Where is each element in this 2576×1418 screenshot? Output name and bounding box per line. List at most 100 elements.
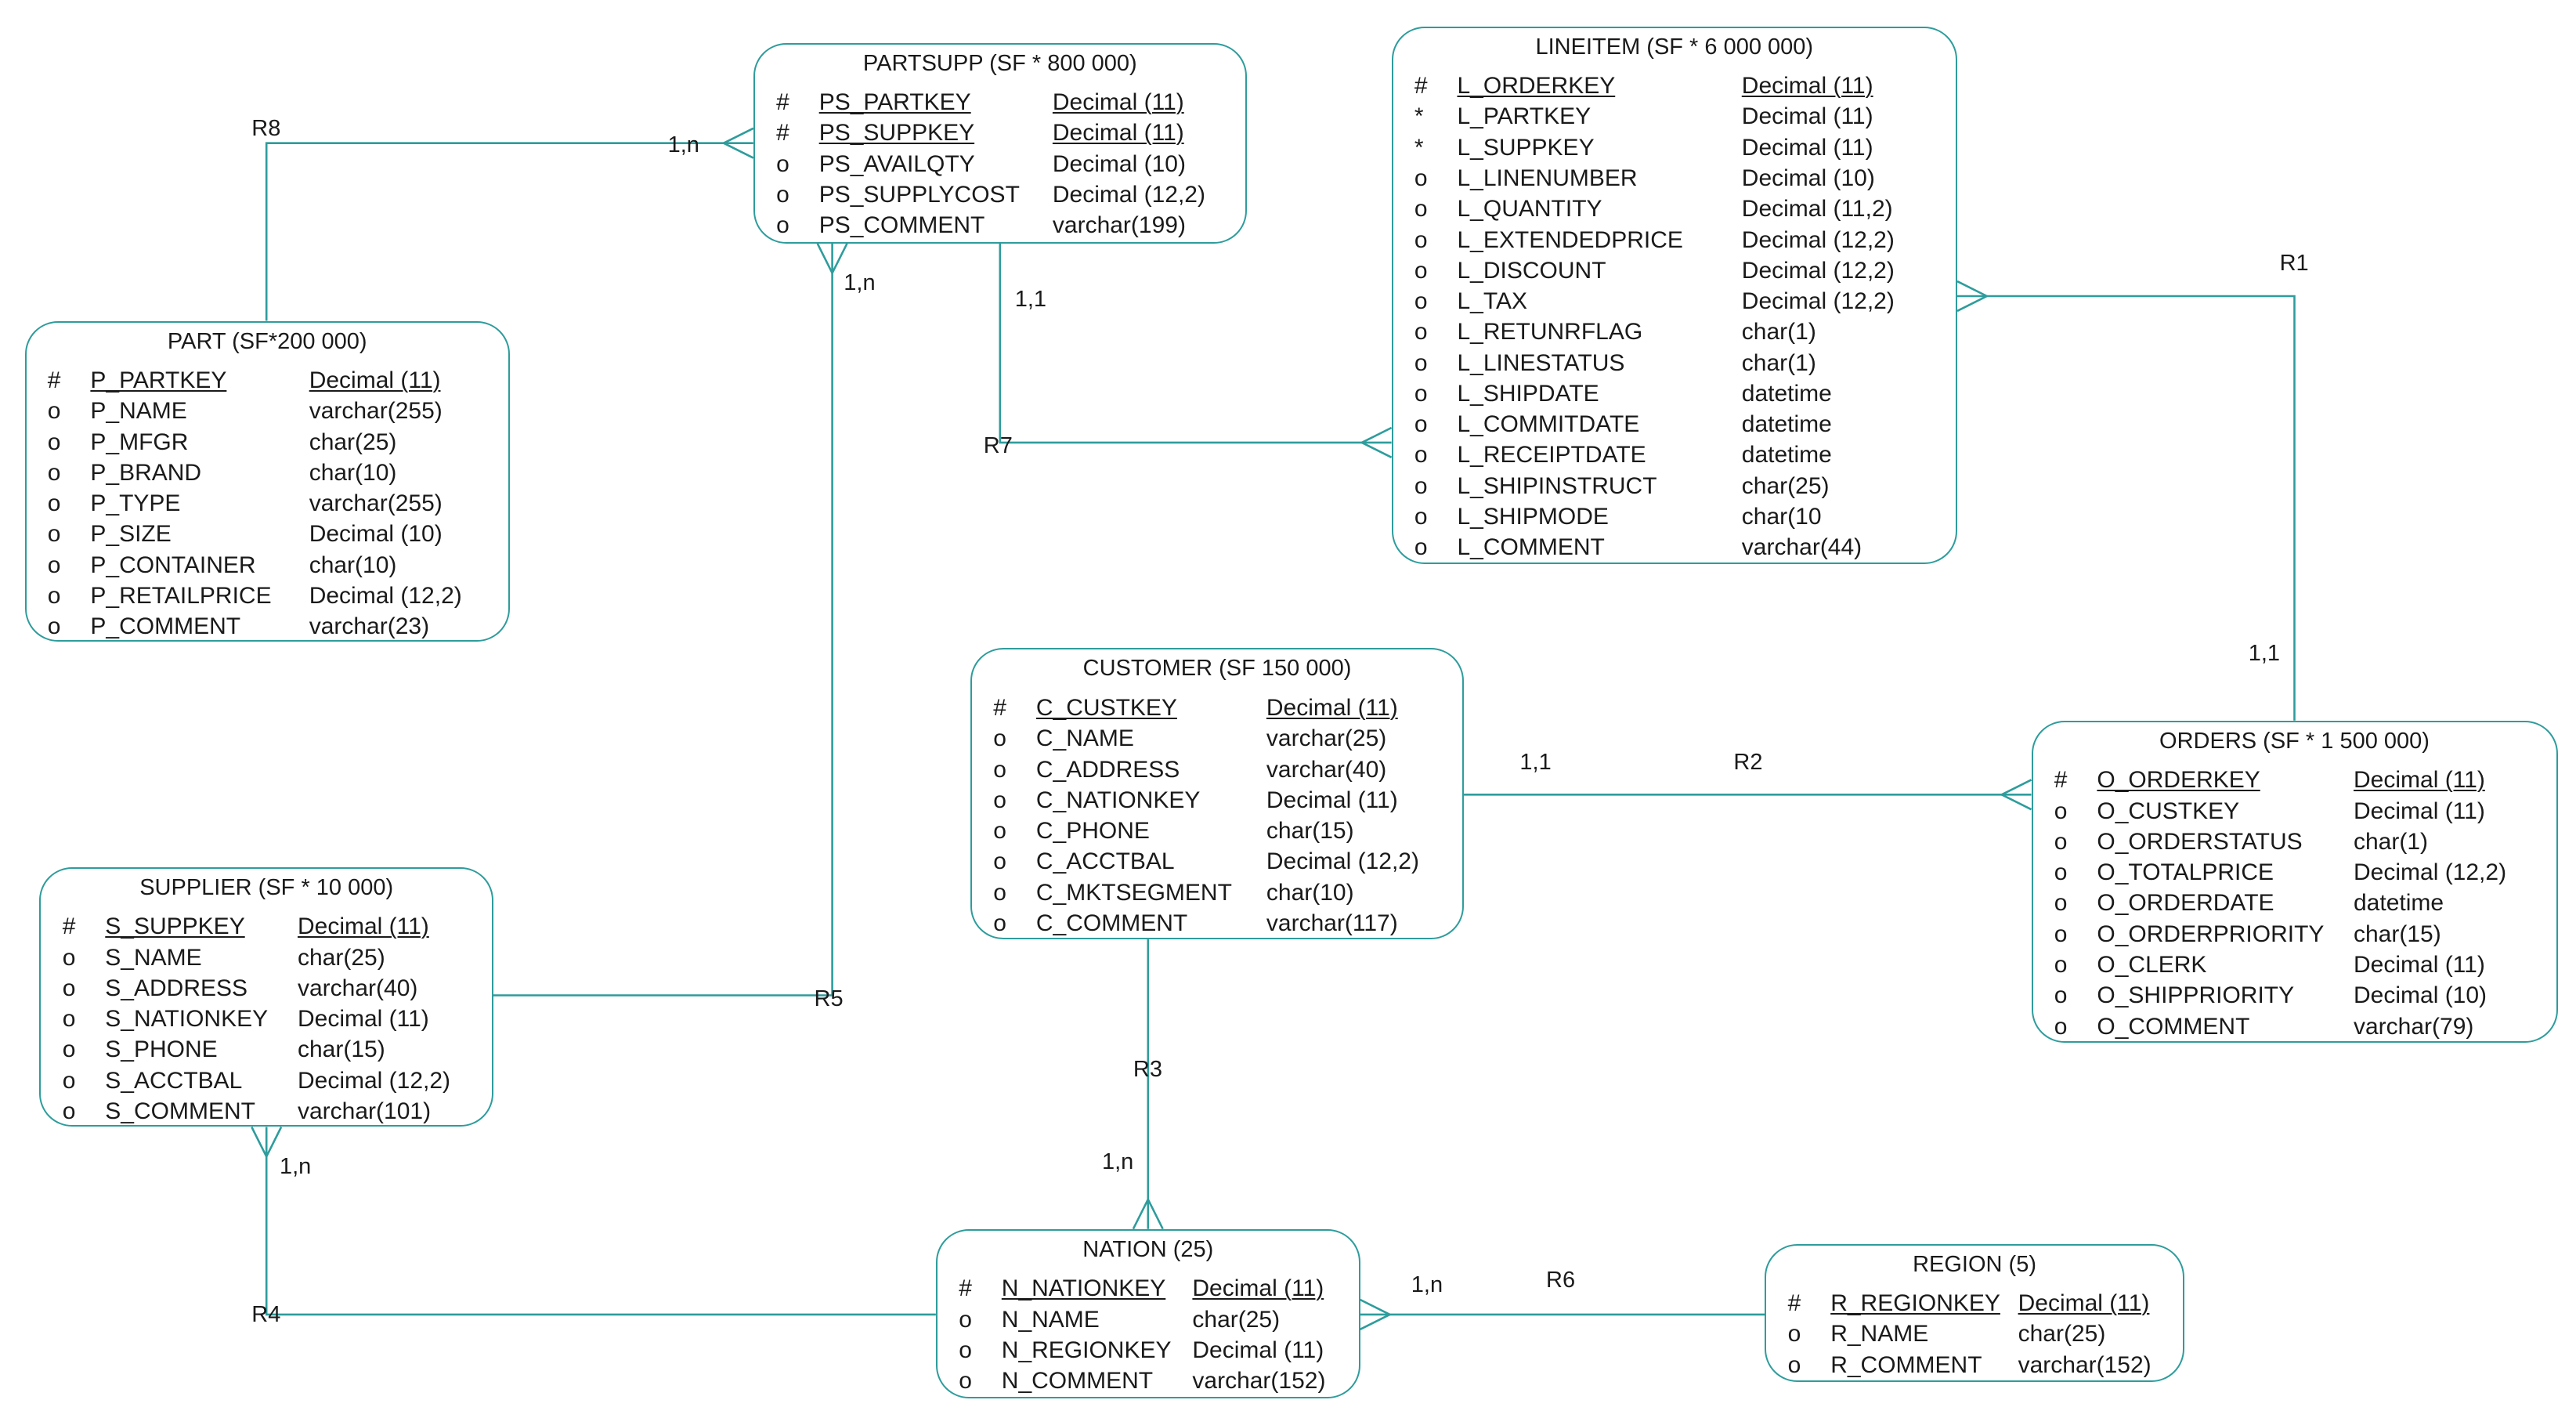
attribute-marker: # [1414,73,1428,99]
attribute-name: L_COMMITDATE [1457,411,1640,438]
attribute-marker: o [993,848,1006,875]
attribute-name: O_CLERK [2097,952,2207,978]
attribute-marker: o [47,490,61,517]
relation-name: R7 [983,433,1013,459]
crows-foot-prong [1360,1313,1391,1330]
attribute-name: L_SUPPKEY [1457,134,1595,161]
attribute-marker: o [47,552,61,578]
attribute-marker: o [776,212,789,239]
attribute-marker: # [2054,767,2068,794]
attribute-type: Decimal (11) [1192,1275,1324,1302]
attribute-type: Decimal (11) [2354,798,2485,824]
attribute-type: varchar(40) [1266,756,1387,783]
attribute-type: Decimal (12,2) [2354,859,2507,886]
attribute-marker: o [1414,442,1428,468]
attribute-type: Decimal (11) [1052,89,1184,116]
cardinality-label: 1,n [844,270,876,296]
attribute-name: S_NAME [105,944,202,971]
crows-foot-prong [2001,794,2032,811]
attribute-type: Decimal (10) [309,521,443,548]
crows-foot-prong [723,127,754,144]
cardinality-label: 1,1 [2248,640,2281,666]
attribute-type: Decimal (12,2) [1266,848,1419,875]
attribute-marker: o [776,182,789,208]
cardinality-label: 1,n [280,1154,312,1180]
attribute-marker: o [1414,380,1428,407]
entity-title: CUSTOMER (SF 150 000) [1082,656,1352,682]
attribute-marker: o [1414,503,1428,530]
attribute-name: C_NATIONKEY [1035,787,1201,813]
attribute-type: varchar(44) [1741,534,1862,561]
attribute-marker: o [1414,165,1428,191]
attribute-type: Decimal (12,2) [297,1067,451,1094]
attribute-marker: o [47,582,61,609]
attribute-name: P_PARTKEY [90,367,227,394]
attribute-name: O_SHIPPRIORITY [2097,982,2295,1009]
attribute-marker: o [62,975,76,1001]
attribute-marker: o [2054,1013,2068,1040]
attribute-type: varchar(152) [1192,1368,1326,1394]
relation-name: R3 [1133,1057,1162,1083]
attribute-marker: o [959,1306,972,1333]
attribute-marker: o [993,879,1006,906]
attribute-type: datetime [1741,411,1832,438]
attribute-name: L_EXTENDEDPRICE [1457,226,1683,253]
attribute-type: Decimal (10) [1741,165,1875,191]
attribute-name: C_CUSTKEY [1035,694,1177,721]
attribute-type: char(10) [309,552,397,578]
attribute-marker: o [2054,952,2068,978]
attribute-type: char(25) [1192,1306,1281,1333]
attribute-name: O_TOTALPRICE [2097,859,2274,886]
attribute-name: L_QUANTITY [1457,196,1602,222]
entity-title: ORDERS (SF * 1 500 000) [2159,728,2430,754]
attribute-marker: o [1414,226,1428,253]
attribute-marker: o [993,725,1006,752]
attribute-type: varchar(25) [1266,725,1387,752]
attribute-name: L_COMMENT [1457,534,1605,561]
attribute-type: varchar(255) [309,398,443,425]
crows-foot-prong [831,243,848,274]
entity-title: PART (SF*200 000) [167,328,367,354]
attribute-type: char(1) [1741,319,1816,345]
attribute-name: PS_COMMENT [818,212,985,239]
crows-foot-prong [816,243,833,274]
cardinality-label: 1,1 [1014,287,1047,313]
relation-line-r5 [493,243,833,997]
attribute-marker: o [2054,828,2068,855]
attribute-type: Decimal (10) [2354,982,2487,1009]
entity-title: SUPPLIER (SF * 10 000) [139,874,394,900]
attribute-name: P_BRAND [90,459,202,486]
attribute-type: varchar(101) [297,1098,432,1124]
attribute-type: char(10 [1741,503,1822,530]
attribute-type: datetime [2354,890,2444,917]
relation-line-r4 [265,1127,936,1316]
attribute-type: char(10) [1266,879,1354,906]
